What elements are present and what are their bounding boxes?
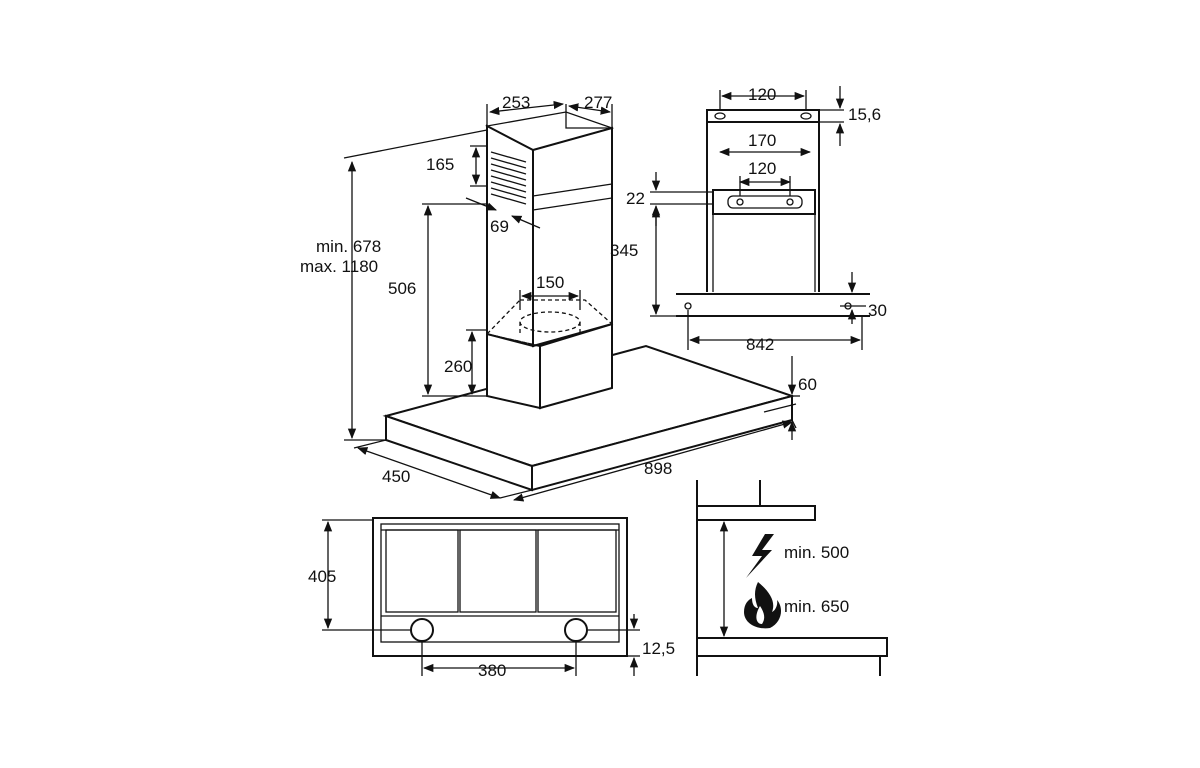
dim-60: 60 bbox=[798, 375, 817, 394]
chimney-band bbox=[532, 183, 613, 211]
dim-170: 170 bbox=[748, 131, 776, 150]
chimney-back-edge bbox=[565, 112, 612, 129]
vent-grille bbox=[490, 151, 527, 205]
light-right bbox=[564, 618, 588, 642]
dim-260: 260 bbox=[444, 357, 472, 376]
light-left bbox=[410, 618, 434, 642]
dim-12-5: 12,5 bbox=[642, 639, 675, 658]
dim-69: 69 bbox=[490, 217, 509, 236]
dim-120-mid: 120 bbox=[748, 159, 776, 178]
dim-253: 253 bbox=[502, 93, 530, 112]
dim-380: 380 bbox=[478, 661, 506, 680]
dim-min-678: min. 678 bbox=[316, 237, 381, 256]
main-hood-view: 253 277 165 69 min. 678 max. 1180 506 15… bbox=[300, 93, 817, 502]
dim-120-top: 120 bbox=[748, 85, 776, 104]
gas-hob-icon bbox=[744, 582, 782, 629]
dim-277: 277 bbox=[584, 93, 612, 112]
dim-345: 345 bbox=[610, 241, 638, 260]
dim-min-500: min. 500 bbox=[784, 543, 849, 562]
filter-panel-center bbox=[459, 529, 537, 613]
dim-842: 842 bbox=[746, 335, 774, 354]
dim-min-650: min. 650 bbox=[784, 597, 849, 616]
dim-150: 150 bbox=[536, 273, 564, 292]
electric-hob-icon bbox=[746, 534, 774, 578]
dim-405: 405 bbox=[308, 567, 336, 586]
underside-view: 405 12,5 380 bbox=[308, 517, 675, 680]
hood-section bbox=[696, 505, 816, 521]
dim-max-1180: max. 1180 bbox=[300, 257, 378, 276]
top-bracket bbox=[706, 109, 820, 123]
dim-450: 450 bbox=[382, 467, 410, 486]
worktop bbox=[696, 637, 888, 657]
dim-506: 506 bbox=[388, 279, 416, 298]
dim-22: 22 bbox=[626, 189, 645, 208]
mounting-view: 120 15,6 170 120 22 345 30 842 bbox=[610, 85, 887, 354]
clearance-view: min. 500 min. 650 bbox=[696, 480, 888, 676]
dim-165: 165 bbox=[426, 155, 454, 174]
dim-898: 898 bbox=[644, 459, 672, 478]
dimension-lines-main bbox=[343, 100, 800, 502]
inner-bracket bbox=[712, 189, 816, 215]
underside-outline bbox=[372, 517, 628, 657]
filter-panel-right bbox=[537, 529, 617, 613]
dim-30: 30 bbox=[868, 301, 887, 320]
filter-panel-left bbox=[385, 529, 459, 613]
dim-15-6: 15,6 bbox=[848, 105, 881, 124]
